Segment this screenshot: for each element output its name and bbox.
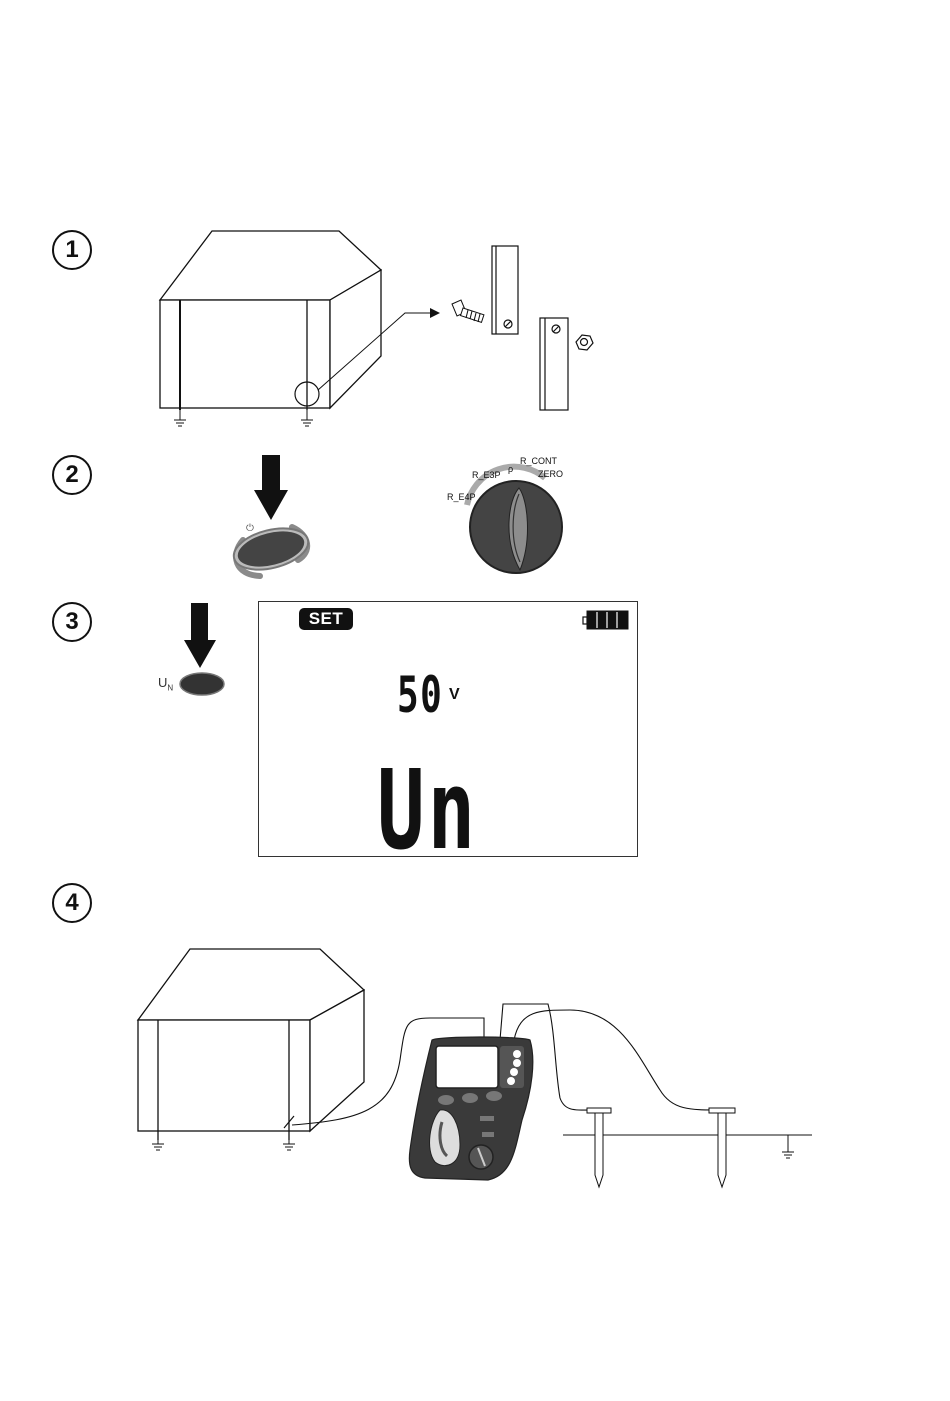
house-2 — [138, 949, 364, 1140]
earth-symbol-4a — [152, 1140, 164, 1150]
earth-resistance-meter — [409, 1037, 532, 1180]
earth-probe-h — [709, 1108, 735, 1187]
earth-symbol-4b — [283, 1140, 295, 1150]
earth-symbol-4c — [782, 1135, 794, 1158]
test-lead-h — [514, 1010, 720, 1110]
earth-probe-s — [587, 1108, 611, 1187]
